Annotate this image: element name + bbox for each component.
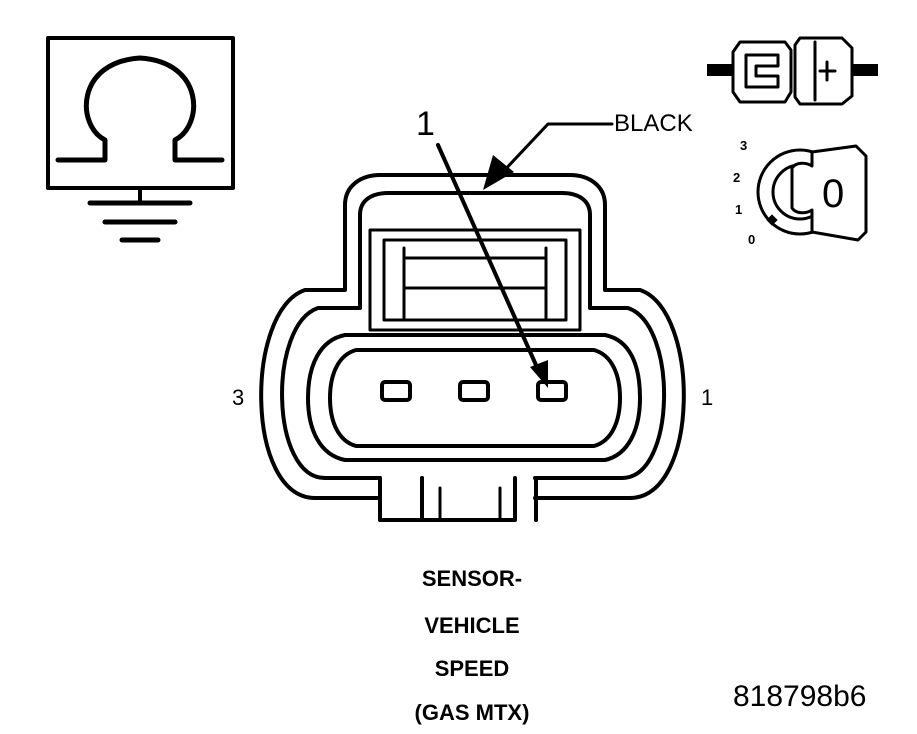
terminal-cavity-2 bbox=[458, 380, 490, 402]
terminal-cavity-3 bbox=[380, 380, 412, 402]
wire-color-label: BLACK bbox=[614, 110, 693, 137]
terminal-cavity-1 bbox=[536, 380, 568, 402]
caption-line-4: (GAS MTX) bbox=[414, 700, 530, 725]
ignition-key-off-icon bbox=[756, 144, 868, 242]
figure-id: 818798b6 bbox=[733, 680, 867, 713]
connector-housing bbox=[259, 173, 686, 522]
caption-line-2: VEHICLE bbox=[424, 613, 520, 638]
pin-1-leader bbox=[436, 143, 548, 388]
ignition-position-1: 1 bbox=[735, 202, 743, 217]
pin-label-right: 1 bbox=[701, 385, 714, 410]
pin-callout-number: 1 bbox=[416, 105, 435, 143]
color-leader-arrow bbox=[483, 122, 614, 190]
key-position-label: 0 bbox=[822, 172, 845, 216]
disconnected-connector-icon bbox=[707, 36, 878, 106]
ignition-position-2: 2 bbox=[733, 170, 741, 185]
caption-line-3: SPEED bbox=[434, 656, 510, 681]
pin-label-left: 3 bbox=[232, 385, 245, 410]
ohmmeter-ground-icon bbox=[46, 36, 235, 243]
ignition-position-3: 3 bbox=[740, 138, 748, 153]
caption-line-1: SENSOR- bbox=[421, 566, 523, 591]
ignition-position-0: 0 bbox=[748, 232, 756, 247]
